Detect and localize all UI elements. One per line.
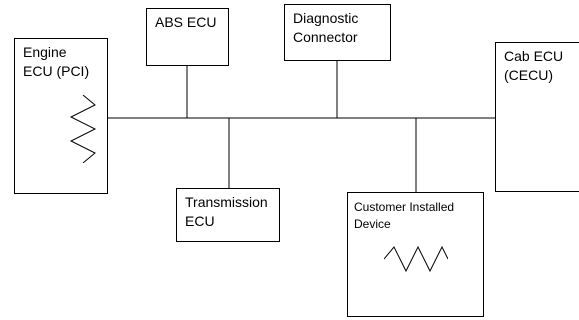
transmission-ecu-label: Transmission ECU bbox=[185, 194, 268, 229]
engine-ecu-label: Engine ECU (PCI) bbox=[23, 44, 90, 79]
diagnostic-connector-node: Diagnostic Connector bbox=[284, 4, 391, 61]
customer-installed-device-label: Customer Installed Device bbox=[354, 200, 455, 231]
cab-ecu-label: Cab ECU (CECU) bbox=[504, 48, 564, 83]
transmission-ecu-node: Transmission ECU bbox=[176, 188, 280, 242]
engine-ecu-node: Engine ECU (PCI) bbox=[14, 38, 108, 194]
diagnostic-connector-label: Diagnostic Connector bbox=[293, 10, 359, 45]
abs-ecu-label: ABS ECU bbox=[155, 14, 217, 30]
cab-ecu-node: Cab ECU (CECU) bbox=[495, 42, 579, 192]
customer-installed-device-node: Customer Installed Device bbox=[347, 192, 484, 317]
resistor-icon bbox=[69, 95, 97, 163]
resistor-icon bbox=[384, 245, 448, 273]
abs-ecu-node: ABS ECU bbox=[146, 8, 229, 66]
